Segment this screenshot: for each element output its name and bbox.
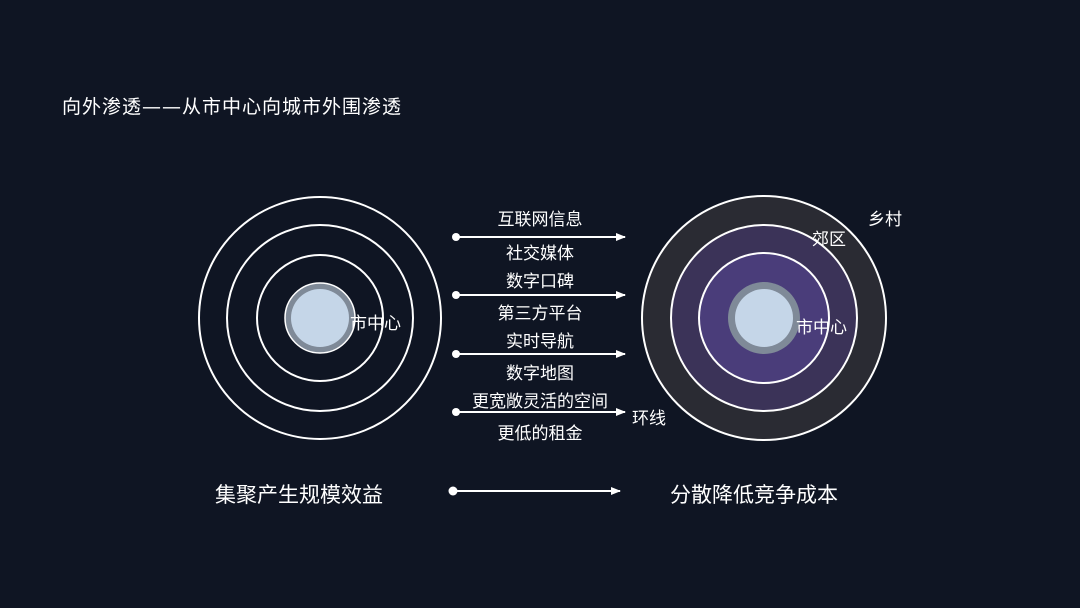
page-title: 向外渗透——从市中心向城市外围渗透	[62, 96, 403, 118]
arrow-1-top-label: 互联网信息	[497, 210, 583, 230]
right-core	[735, 289, 793, 347]
left-concentric-circles	[198, 196, 442, 440]
arrow-3	[452, 350, 626, 358]
arrow-1-bottom-label: 社交媒体	[506, 244, 574, 264]
arrow-4-top-label: 更宽敞灵活的空间	[472, 392, 608, 412]
left-ring-inner	[256, 254, 384, 382]
bottom-left-label: 集聚产生规模效益	[215, 483, 383, 507]
channel-arrows	[448, 233, 626, 496]
arrow-1	[452, 233, 626, 241]
left-ring-outer	[198, 196, 442, 440]
arrow-bottom	[448, 486, 621, 496]
arrow-3-top-label: 实时导航	[506, 332, 574, 352]
suburb-label: 郊区	[812, 230, 846, 250]
rural-label: 乡村	[868, 210, 902, 230]
left-center-label: 市中心	[350, 314, 401, 334]
arrow-4-bottom-label: 更低的租金	[497, 424, 583, 444]
bottom-right-label: 分散降低竞争成本	[670, 483, 838, 507]
arrow-4	[452, 408, 626, 416]
right-center-label: 市中心	[796, 318, 847, 338]
right-concentric-circles	[641, 195, 887, 441]
arrow-2-bottom-label: 第三方平台	[497, 304, 583, 324]
arrow-3-bottom-label: 数字地图	[506, 364, 574, 384]
arrow-2-top-label: 数字口碑	[506, 272, 574, 292]
left-core	[291, 289, 349, 347]
arrow-2	[452, 291, 626, 299]
left-ring-middle	[226, 224, 414, 412]
ring-road-label: 环线	[632, 409, 666, 429]
